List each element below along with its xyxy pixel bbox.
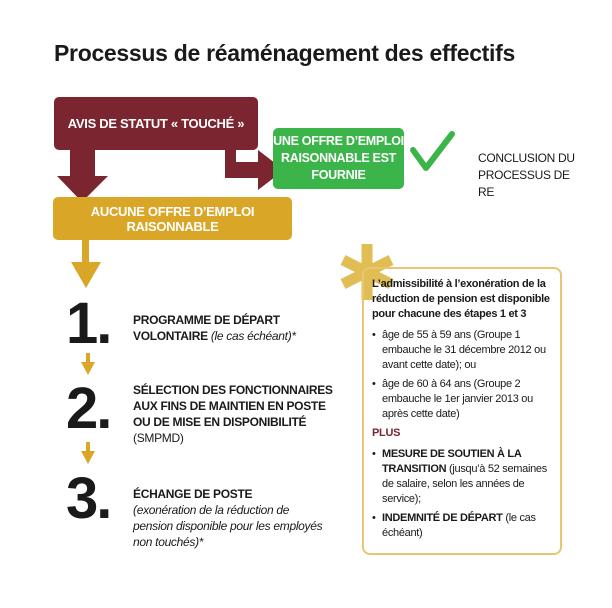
page-title: Processus de réaménagement des effectifs	[54, 40, 515, 66]
step-3-note: (exonération de la réduction de pension …	[133, 503, 323, 549]
step-2-title: SÉLECTION DES FONCTIONNAIRES AUX FINS DE…	[133, 383, 333, 429]
plus-label: PLUS	[372, 427, 401, 439]
arrow-down-gold-head	[71, 262, 101, 288]
step-1-number: 1.	[66, 291, 112, 356]
arrow-down-maroon-head	[57, 176, 108, 202]
small-arrow-2-stem	[86, 442, 90, 452]
offer-box: UNE OFFRE D’EMPLOI RAISONNABLE EST FOURN…	[273, 128, 404, 189]
step-1: PROGRAMME DE DÉPART VOLONTAIRE (le cas é…	[133, 312, 323, 344]
conclusion-text: CONCLUSION DU PROCESSUS DE RE	[478, 151, 575, 199]
arrow-down-gold-stem	[82, 238, 89, 264]
extra-text: (le cas échéant)	[382, 512, 536, 539]
list-item: âge de 60 à 64 ans (Groupe 2 embauche le…	[372, 377, 554, 422]
step-1-title: PROGRAMME DE DÉPART VOLONTAIRE	[133, 313, 280, 343]
extra-title: MESURE DE SOUTIEN À LA TRANSITION	[382, 448, 522, 475]
notice-box: AVIS DE STATUT « TOUCHÉ »	[54, 97, 258, 150]
small-arrow-2-head	[81, 451, 95, 464]
arrow-right-maroon	[225, 148, 284, 190]
small-arrow-1-stem	[86, 353, 90, 363]
step-3-title: ÉCHANGE DE POSTE	[133, 487, 253, 501]
age-list: âge de 55 à 59 ans (Groupe 1 embauche le…	[372, 328, 554, 422]
step-3: ÉCHANGE DE POSTE (exonération de la réduc…	[133, 486, 323, 550]
step-2: SÉLECTION DES FONCTIONNAIRES AUX FINS DE…	[133, 382, 338, 446]
checkmark-icon	[410, 131, 455, 171]
eligibility-note: L’admissibilité à l’exonération de la ré…	[362, 267, 562, 555]
extra-title: INDEMNITÉ DE DÉPART	[382, 512, 503, 524]
no-offer-box: AUCUNE OFFRE D’EMPLOI RAISONNABLE	[53, 197, 292, 240]
arrow-down-maroon-stem	[70, 148, 95, 178]
note-heading: L’admissibilité à l’exonération de la ré…	[372, 278, 550, 320]
extras-list: MESURE DE SOUTIEN À LA TRANSITION (jusqu…	[372, 447, 554, 541]
list-item: âge de 55 à 59 ans (Groupe 1 embauche le…	[372, 328, 554, 373]
step-2-note: (SMPMD)	[133, 431, 184, 445]
step-2-number: 2.	[66, 376, 112, 441]
step-1-note: (le cas échéant)*	[210, 329, 296, 343]
extra-text: (jusqu’à 52 semaines de salaire, selon l…	[382, 463, 547, 505]
list-item: MESURE DE SOUTIEN À LA TRANSITION (jusqu…	[372, 447, 554, 507]
small-arrow-1-head	[81, 362, 95, 375]
step-3-number: 3.	[66, 466, 112, 531]
list-item: INDEMNITÉ DE DÉPART (le cas échéant)	[372, 511, 554, 541]
